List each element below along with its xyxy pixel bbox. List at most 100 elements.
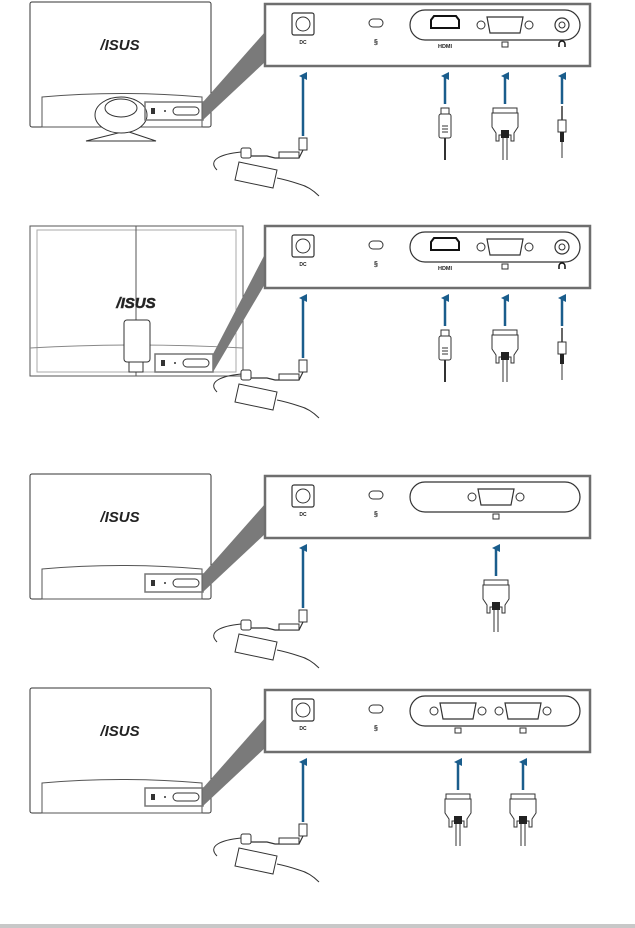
hdmi-tip xyxy=(441,330,449,336)
kensington-lock-icon: § xyxy=(374,39,378,46)
dc-in-port xyxy=(292,235,314,257)
adapter-brick xyxy=(235,848,277,874)
dc-in-label: DC xyxy=(299,40,307,46)
ac-cord xyxy=(277,400,319,418)
dc-in-label: DC xyxy=(299,726,307,732)
screw-hole xyxy=(477,243,485,251)
screw-hole xyxy=(516,493,524,501)
adapter-brick xyxy=(235,634,277,660)
mini-port-bay xyxy=(183,359,209,367)
audio-body xyxy=(558,120,566,132)
stand-foot xyxy=(129,362,143,372)
ferrite-core xyxy=(241,148,251,158)
audio-cable xyxy=(558,328,566,380)
dc-in-port xyxy=(292,699,314,721)
strain-relief xyxy=(454,816,462,824)
plug xyxy=(299,610,307,622)
vga-head xyxy=(493,108,517,113)
cord xyxy=(214,374,241,392)
screw-hole xyxy=(495,707,503,715)
vga-port xyxy=(440,703,476,719)
mini-dc-port xyxy=(151,580,155,586)
vga-cable xyxy=(510,794,536,846)
kensington-lock-slot xyxy=(369,19,383,27)
asus-logo: /ISUS xyxy=(115,295,155,312)
strain-relief xyxy=(501,352,509,360)
mini-lock xyxy=(164,582,166,584)
strain-relief xyxy=(560,354,564,364)
vga-port xyxy=(478,489,514,505)
vga-head xyxy=(484,580,508,585)
kensington-lock-icon: § xyxy=(374,725,378,732)
vga-head xyxy=(511,794,535,799)
kensington-lock-slot xyxy=(369,705,383,713)
kensington-lock-icon: § xyxy=(374,261,378,268)
strain-relief xyxy=(279,374,299,380)
vga-port xyxy=(487,239,523,255)
mini-dc-port xyxy=(151,794,155,800)
strain-relief xyxy=(279,624,299,630)
vga-cable xyxy=(492,330,518,382)
ac-cord xyxy=(277,650,319,668)
ac-cord xyxy=(277,864,319,882)
strain-relief xyxy=(492,602,500,610)
panel-model-b: /ISUS DC § HDMI xyxy=(30,226,590,418)
mini-port-bay xyxy=(173,579,199,587)
plug xyxy=(299,360,307,372)
ac-cord xyxy=(277,178,319,196)
strain-relief xyxy=(501,130,509,138)
strain-relief xyxy=(519,816,527,824)
hdmi-cable xyxy=(439,108,451,160)
cord xyxy=(214,624,241,642)
monitor-back: /ISUS xyxy=(30,474,211,599)
hdmi-cable xyxy=(439,330,451,382)
audio-cable xyxy=(558,106,566,158)
zoom-callout xyxy=(203,504,265,592)
screw-hole xyxy=(477,21,485,29)
power-adapter xyxy=(214,138,319,196)
hdmi-label: HDMI xyxy=(438,266,453,272)
panel-model-c: /ISUSDC§ xyxy=(30,474,590,668)
hdmi-tip xyxy=(441,108,449,114)
monitor-back: /ISUS xyxy=(30,688,211,813)
vga-head xyxy=(493,330,517,335)
dc-in-label: DC xyxy=(299,512,307,518)
strain-relief xyxy=(279,152,299,158)
strain-relief xyxy=(279,838,299,844)
audio-jack xyxy=(555,240,569,254)
zoom-callout xyxy=(203,718,265,806)
power-adapter xyxy=(214,610,319,668)
strain-relief xyxy=(560,132,564,142)
dc-in-label: DC xyxy=(299,262,307,268)
footer-rule xyxy=(0,924,635,928)
mini-dc-port xyxy=(161,360,165,366)
mini-lock xyxy=(164,796,166,798)
vga-cable xyxy=(492,108,518,160)
adapter-brick xyxy=(235,384,277,410)
zoom-callout xyxy=(203,32,265,120)
stand-hole xyxy=(105,99,137,117)
adapter-brick xyxy=(235,162,277,188)
screw-hole xyxy=(468,493,476,501)
dvi-port xyxy=(505,703,541,719)
hdmi-port xyxy=(431,16,459,28)
kensington-lock-slot xyxy=(369,241,383,249)
monitor-back: /ISUS xyxy=(30,226,243,376)
ferrite-core xyxy=(241,370,251,380)
vga-cable xyxy=(445,794,471,846)
plug xyxy=(299,138,307,150)
screw-hole xyxy=(543,707,551,715)
plug xyxy=(299,824,307,836)
mini-port-bay xyxy=(173,107,199,115)
screw-hole xyxy=(430,707,438,715)
vga-head xyxy=(446,794,470,799)
dc-in-port xyxy=(292,13,314,35)
mini-lock xyxy=(164,110,166,112)
hdmi-port xyxy=(431,238,459,250)
audio-body xyxy=(558,342,566,354)
cord xyxy=(214,152,241,170)
screw-hole xyxy=(525,243,533,251)
panel-model-d: /ISUS DC § xyxy=(30,688,590,882)
